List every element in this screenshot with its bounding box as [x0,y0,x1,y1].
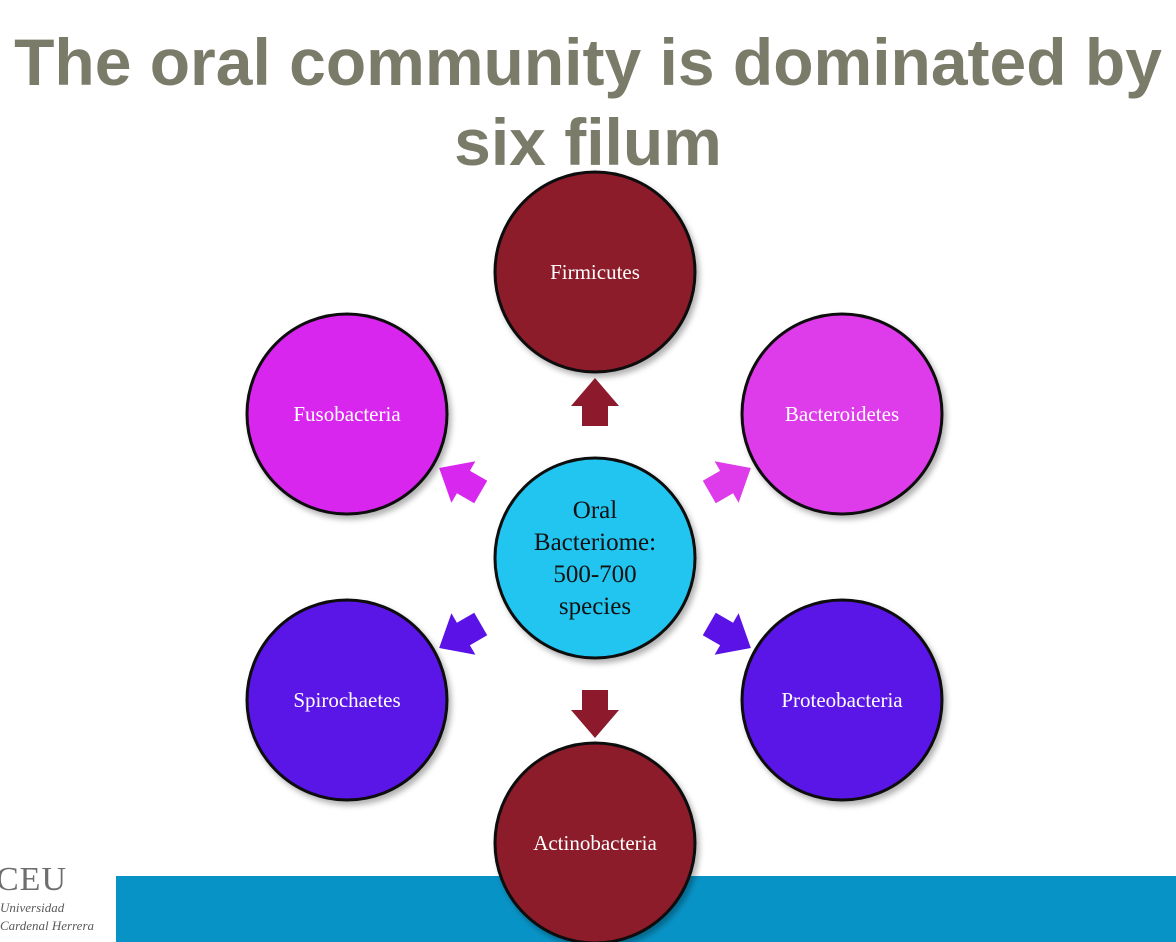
logo-line-2: Cardenal Herrera [0,918,95,933]
node-fusobacteria-circle [245,312,449,516]
arrow-to-bacteroidetes [702,461,751,504]
node-actinobacteria-circle [493,741,697,942]
node-spirochaetes-label: Spirochaetes [293,688,400,712]
center-node-line-3: 500-700 [553,561,636,588]
center-node-line-4: species [559,593,631,620]
node-fusobacteria-label: Fusobacteria [293,402,401,426]
slide-title-line2: six filum [454,105,722,179]
node-fusobacteria: Fusobacteria [245,312,449,516]
logo-line-1: Universidad [0,900,65,915]
node-firmicutes-circle [493,170,697,374]
center-node-line-1: Oral [573,497,617,524]
node-bacteroidetes-circle [740,312,944,516]
arrow-to-actinobacteria [571,690,619,738]
node-spirochaetes-circle [245,598,449,802]
node-actinobacteria-label: Actinobacteria [533,831,657,855]
node-spirochaetes: Spirochaetes [245,598,449,802]
university-logo: CEU Universidad Cardenal Herrera [0,862,112,942]
node-bacteroidetes: Bacteroidetes [740,312,944,516]
node-bacteroidetes-label: Bacteroidetes [785,402,899,426]
arrow-to-firmicutes [571,378,619,426]
arrow-to-proteobacteria [702,612,751,655]
logo-brand: CEU [0,861,67,898]
nodes-layer: FirmicutesBacteroidetesProteobacteriaAct… [245,170,944,942]
node-proteobacteria: Proteobacteria [740,598,944,802]
node-firmicutes: Firmicutes [493,170,697,374]
node-proteobacteria-label: Proteobacteria [781,688,903,712]
arrow-to-fusobacteria [439,461,488,504]
node-proteobacteria-circle [740,598,944,802]
arrow-to-spirochaetes [439,612,488,655]
center-node-circle [493,456,697,660]
slide-title-line1: The oral community is dominated by [14,25,1162,99]
node-firmicutes-label: Firmicutes [550,260,640,284]
slide-title: The oral community is dominated by six f… [0,22,1176,182]
center-node-line-2: Bacteriome: [534,529,656,556]
node-actinobacteria: Actinobacteria [493,741,697,942]
arrows-layer [439,378,751,738]
